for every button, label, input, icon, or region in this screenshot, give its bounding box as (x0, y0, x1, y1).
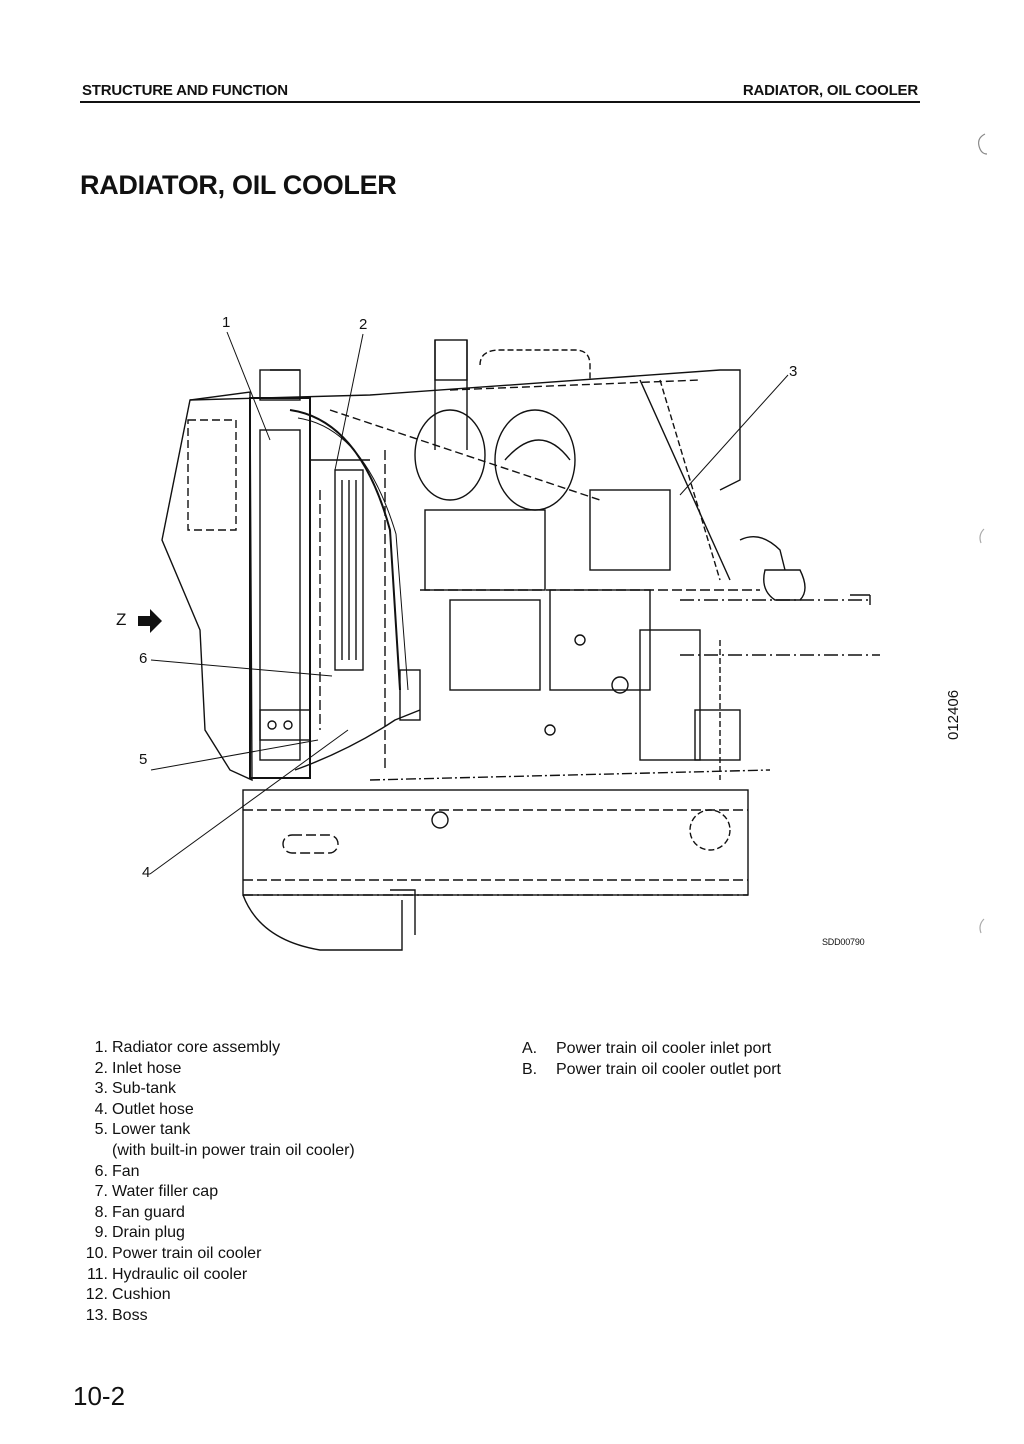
legend-item: 9.Drain plug (94, 1224, 185, 1242)
legend-item: A.Power train oil cooler inlet port (522, 1040, 772, 1057)
view-z-arrow (138, 609, 162, 633)
figure-code: SDD00790 (822, 937, 865, 947)
legend-item: 6.Fan (94, 1162, 140, 1180)
legend-item: 2.Inlet hose (94, 1059, 182, 1077)
callout-4: 4 (142, 864, 151, 881)
binder-hole-mark (978, 133, 988, 155)
legend-item: B.Power train oil cooler outlet port (522, 1060, 781, 1078)
callout-1: 1 (222, 314, 231, 331)
ports-legend: A.Power train oil cooler inlet port B.Po… (522, 1039, 781, 1080)
engine-hood (189, 349, 880, 780)
header-divider (80, 101, 920, 103)
legend-item: 7.Water filler cap (94, 1183, 219, 1201)
running-header-section: STRUCTURE AND FUNCTION (82, 82, 288, 99)
chassis-frame (242, 789, 749, 951)
legend-item-continuation: (with built-in power train oil cooler) (112, 1141, 355, 1159)
legend-item: 8.Fan guard (94, 1203, 185, 1221)
side-reference-code: 012406 (945, 689, 962, 740)
callout-2: 2 (359, 316, 368, 333)
binder-hole-mark (979, 918, 985, 934)
callout-3: 3 (789, 363, 798, 380)
hoses (289, 409, 421, 771)
legend-item: 13.Boss (85, 1306, 148, 1324)
callout-5: 5 (139, 751, 148, 768)
view-z-label: Z (116, 610, 127, 629)
page-title: RADIATOR, OIL COOLER (80, 170, 397, 200)
legend-item: 1.Radiator core assembly (94, 1039, 281, 1056)
callout-6: 6 (139, 650, 148, 667)
legend-item: 4.Outlet hose (94, 1100, 194, 1118)
legend-item: 3.Sub-tank (94, 1080, 177, 1098)
fan (319, 469, 364, 730)
parts-legend: 1.Radiator core assembly 2.Inlet hose 3.… (70, 1038, 355, 1326)
callout-leaders (149, 331, 789, 875)
page-number: 10-2 (73, 1381, 126, 1411)
legend-item: 11.Hydraulic oil cooler (86, 1265, 248, 1283)
binder-hole-mark (979, 528, 985, 544)
running-header-topic: RADIATOR, OIL COOLER (742, 82, 918, 99)
engine-block (369, 339, 771, 781)
legend-item: 5.Lower tank (94, 1121, 191, 1139)
legend-item: 12.Cushion (85, 1286, 171, 1304)
radiator-housing (161, 369, 370, 782)
legend-item: 10.Power train oil cooler (85, 1244, 262, 1262)
radiator-assembly-diagram: 1 2 3 4 5 6 Z (116, 310, 900, 960)
